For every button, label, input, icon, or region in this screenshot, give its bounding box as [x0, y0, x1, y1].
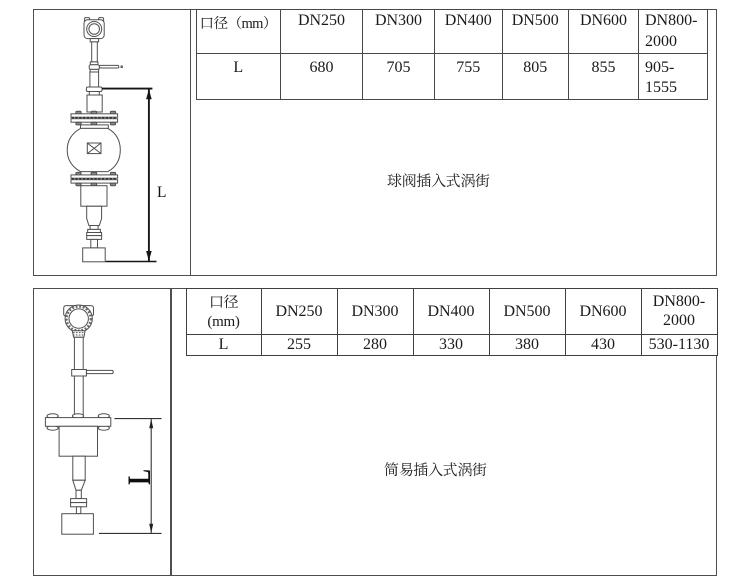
table-header-cell: 口径 (mm)	[185, 288, 262, 335]
probe-stem	[90, 238, 99, 249]
table-cell: L	[185, 333, 262, 356]
section-ball-valve-divider	[189, 9, 191, 276]
dimension-arrow-down	[146, 251, 152, 261]
table-cell: 805	[501, 52, 569, 100]
table-cell: 330	[412, 333, 490, 356]
table-data-row: L 680 705 755 805 855 905- 1555	[195, 52, 708, 100]
flange-bar	[70, 174, 119, 179]
section-simple-insertion-divider	[170, 287, 172, 576]
probe-neck	[89, 225, 99, 230]
probe-rod	[75, 506, 82, 515]
valve-upper-cylinder	[89, 71, 100, 88]
table-cell: 705	[362, 52, 435, 100]
head-neck-knurl	[71, 330, 86, 338]
table-cell: 905- 1555	[638, 52, 708, 100]
table-header-cell: DN400	[412, 288, 490, 335]
diagram-simple-insertion-vortex	[44, 304, 162, 535]
valve-core-cross	[86, 142, 102, 154]
dimension-arrow-up	[149, 418, 154, 429]
table-header-cell: DN600	[568, 9, 639, 54]
flange-bar	[70, 118, 119, 123]
table-cell: L	[195, 52, 281, 100]
gland-collar	[88, 91, 100, 96]
table-header-row: 口径（mm） DN250 DN300 DN400 DN500 DN600 DN8…	[195, 9, 708, 54]
head-ring-inner	[68, 308, 89, 329]
bolt	[109, 182, 117, 187]
valve-neck	[80, 124, 109, 129]
lower-taper	[86, 205, 103, 226]
diagram-ball-valve-vortex	[66, 17, 157, 263]
mount-flange-plate	[44, 417, 112, 427]
table-header-cell: DN800- 2000	[638, 9, 708, 54]
table-cell: 680	[280, 52, 363, 100]
table-cell: 255	[260, 333, 338, 356]
body-box	[58, 425, 98, 457]
dimension-lines	[99, 418, 162, 534]
table-header-cell: DN300	[362, 9, 435, 54]
lower-stem	[73, 375, 84, 418]
dimension-arrow-down	[149, 523, 154, 534]
table-cell: 280	[336, 333, 414, 356]
washer	[70, 502, 88, 508]
table-cell: 430	[564, 333, 642, 356]
table-data-row: L 255 280 330 380 430 530-1130	[185, 333, 718, 356]
table-header-cell: DN500	[488, 288, 566, 335]
table-header-cell: DN500	[501, 9, 569, 54]
table-header-cell: DN300	[336, 288, 414, 335]
table-header-cell: DN600	[564, 288, 642, 335]
handle-rod	[98, 64, 120, 69]
table-cell: 380	[488, 333, 566, 356]
handle-rod	[85, 369, 114, 375]
packing-gland	[85, 86, 103, 92]
dimension-label-top: L	[157, 183, 167, 201]
bolt	[75, 182, 82, 187]
bolt	[75, 121, 82, 126]
spec-table-ball-valve: 口径（mm） DN250 DN300 DN400 DN500 DN600 DN8…	[195, 9, 708, 100]
head-ring-inner	[88, 23, 100, 35]
probe-tip-box	[61, 513, 94, 535]
table-cell: 755	[434, 52, 503, 100]
table-header-cell: DN800- 2000	[640, 288, 718, 335]
dimension-lines	[102, 87, 157, 263]
upper-stem	[73, 336, 84, 370]
washer	[70, 498, 88, 504]
washer	[86, 235, 103, 240]
spec-table-simple-insertion: 口径 (mm) DN250 DN300 DN400 DN500 DN600 DN…	[185, 288, 718, 356]
upper-stem	[91, 41, 98, 63]
probe-rod	[75, 489, 82, 500]
table-header-row: 口径 (mm) DN250 DN300 DN400 DN500 DN600 DN…	[185, 288, 718, 335]
caption-ball-valve: 球阀插入式涡街	[387, 169, 490, 191]
dimension-arrow-up	[146, 89, 152, 100]
table-header-cell: 口径（mm）	[195, 9, 281, 54]
probe-stem	[72, 455, 86, 481]
lower-body-box	[80, 185, 108, 207]
table-cell: 855	[568, 52, 639, 100]
caption-simple-insertion: 简易插入式涡街	[384, 459, 487, 480]
handle-hub	[88, 64, 100, 70]
flange-bar	[70, 113, 119, 118]
table-header-cell: DN250	[280, 9, 363, 54]
bolt	[109, 121, 117, 126]
probe-taper	[72, 479, 86, 491]
table-header-cell: DN400	[434, 9, 503, 54]
flange-bar	[70, 179, 119, 184]
table-header-cell: DN250	[260, 288, 338, 335]
handle-hub	[71, 369, 87, 377]
bonnet-box	[86, 94, 103, 113]
table-cell: 530-1130	[640, 333, 718, 356]
handle-rod-tip	[120, 65, 123, 68]
probe-tip-box	[82, 247, 106, 263]
